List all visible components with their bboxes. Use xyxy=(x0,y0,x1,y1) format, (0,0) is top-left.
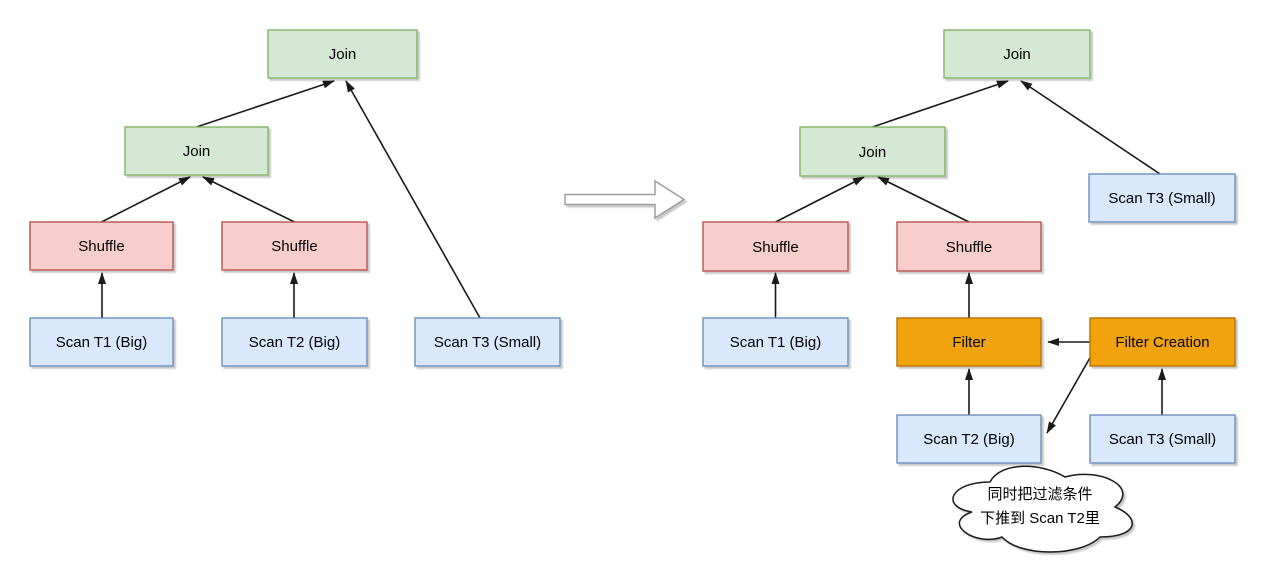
node-label: Filter Creation xyxy=(1115,334,1209,351)
node-label: Scan T1 (Big) xyxy=(730,334,821,351)
edge-scan-t3-upper-to-join-top xyxy=(1020,80,1161,175)
node-label: Scan T2 (Big) xyxy=(923,431,1014,448)
node-label: Scan T3 (Small) xyxy=(1109,431,1216,448)
scan-box xyxy=(414,317,561,367)
node-label: Shuffle xyxy=(271,238,317,255)
node-label: Scan T2 (Big) xyxy=(249,334,340,351)
node-scan-t3-lower: Scan T3 (Small) xyxy=(1089,414,1236,464)
filter-box xyxy=(896,317,1042,367)
scan-box xyxy=(702,317,849,367)
node-label: Scan T3 (Small) xyxy=(434,334,541,351)
node-label: Shuffle xyxy=(78,238,124,255)
shuffle-box xyxy=(221,221,368,271)
node-scan-t3-upper: Scan T3 (Small) xyxy=(1088,173,1236,223)
transform-arrow-icon xyxy=(564,179,686,220)
node-join-top: Join xyxy=(943,29,1091,79)
node-shuffle-left: Shuffle xyxy=(702,221,849,272)
shuffle-box xyxy=(29,221,174,271)
plan-before: Join Join Shuffle Shuffle Scan T1 (Big) … xyxy=(29,29,561,367)
edge-scan-t3-to-join-top xyxy=(345,80,481,319)
node-label: Shuffle xyxy=(946,239,992,256)
edge-shuffle-right-to-join-mid xyxy=(877,176,970,223)
shuffle-box xyxy=(702,221,849,272)
scan-box xyxy=(896,414,1042,464)
node-shuffle-left: Shuffle xyxy=(29,221,174,271)
node-join-top: Join xyxy=(267,29,418,79)
edge-shuffle-right-to-join-mid xyxy=(202,176,295,223)
node-scan-t2: Scan T2 (Big) xyxy=(221,317,368,367)
join-box xyxy=(799,126,946,177)
node-label: Scan T1 (Big) xyxy=(56,334,147,351)
join-box xyxy=(124,126,269,176)
node-label: Scan T3 (Small) xyxy=(1108,190,1215,207)
scan-box xyxy=(221,317,368,367)
node-filter: Filter xyxy=(896,317,1042,367)
node-label: Join xyxy=(329,46,357,63)
cloud-shape xyxy=(952,465,1133,553)
node-label: Join xyxy=(183,143,211,160)
edge-shuffle-left-to-join-mid xyxy=(101,176,191,223)
plan-after: Join Join Scan T3 (Small) Shuffle Shuffl… xyxy=(702,29,1236,553)
node-label: Shuffle xyxy=(752,239,798,256)
edge-join-mid-to-join-top xyxy=(196,80,335,128)
node-shuffle-right: Shuffle xyxy=(896,221,1042,272)
node-scan-t1: Scan T1 (Big) xyxy=(29,317,174,367)
node-label: Join xyxy=(1003,46,1031,63)
node-label: Join xyxy=(859,144,887,161)
edge-shuffle-left-to-join-mid xyxy=(775,176,865,223)
edge-filter-creation-to-scan-t2 xyxy=(1046,355,1092,434)
node-scan-t1: Scan T1 (Big) xyxy=(702,317,849,367)
node-filter-creation: Filter Creation xyxy=(1089,317,1236,367)
cloud-text-line2: 下推到 Scan T2里 xyxy=(980,510,1100,527)
join-box xyxy=(267,29,418,79)
node-join-mid: Join xyxy=(799,126,946,177)
node-label: Filter xyxy=(952,334,985,351)
cloud-text-line1: 同时把过滤条件 xyxy=(987,486,1092,503)
node-join-mid: Join xyxy=(124,126,269,176)
scan-box xyxy=(29,317,174,367)
node-scan-t3: Scan T3 (Small) xyxy=(414,317,561,367)
shuffle-box xyxy=(896,221,1042,272)
join-box xyxy=(943,29,1091,79)
filter-creation-box xyxy=(1089,317,1236,367)
cloud-annotation: 同时把过滤条件 下推到 Scan T2里 xyxy=(952,465,1133,553)
node-shuffle-right: Shuffle xyxy=(221,221,368,271)
edge-join-mid-to-join-top xyxy=(872,80,1009,128)
scan-box xyxy=(1088,173,1236,223)
node-scan-t2: Scan T2 (Big) xyxy=(896,414,1042,464)
scan-box xyxy=(1089,414,1236,464)
